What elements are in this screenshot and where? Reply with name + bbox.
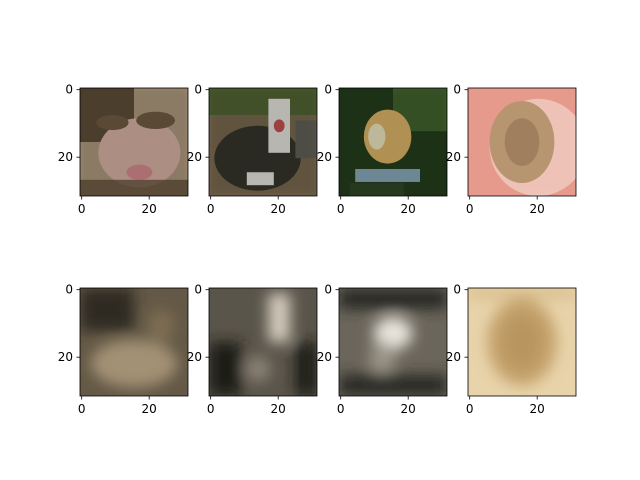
y-tick-label: 0 (324, 283, 332, 297)
y-tick-label: 0 (324, 83, 332, 97)
x-tick-label: 20 (142, 402, 157, 416)
axes-frame (338, 87, 448, 197)
x-tick-label: 0 (207, 202, 215, 216)
y-tick-label: 0 (194, 283, 202, 297)
y-tick-label: 20 (317, 150, 332, 164)
image-r1c2 (209, 88, 317, 196)
x-tick-label: 0 (466, 202, 474, 216)
panel-r2c4: 0 20 0 20 (446, 283, 577, 416)
y-tick-label: 20 (187, 350, 202, 364)
y-tick-label: 20 (446, 150, 461, 164)
panel-r2c2: 0 20 0 20 (187, 283, 318, 416)
y-tick-label: 0 (65, 83, 73, 97)
y-tick-label: 20 (58, 350, 73, 364)
y-tick-label: 20 (58, 150, 73, 164)
panel-r1c2: 0 20 0 20 (187, 83, 318, 216)
panel-r1c3: 0 20 0 20 (317, 83, 448, 216)
x-tick-label: 20 (142, 202, 157, 216)
image-r1c1 (80, 88, 188, 196)
panel-r1c1: 0 20 0 20 (58, 83, 189, 216)
image-r2c4 (468, 288, 576, 396)
panel-r2c3: 0 20 0 20 (317, 283, 448, 416)
axes-frame (208, 87, 318, 197)
y-tick-label: 0 (453, 283, 461, 297)
y-tick-label: 0 (65, 283, 73, 297)
x-tick-label: 20 (401, 202, 416, 216)
panel-r1c4: 0 20 0 20 (446, 83, 577, 216)
axes-frame (467, 287, 577, 397)
x-tick-label: 20 (530, 402, 545, 416)
x-tick-label: 20 (271, 402, 286, 416)
x-tick-label: 0 (466, 402, 474, 416)
image-r2c3 (339, 288, 447, 396)
image-r1c3 (339, 88, 447, 196)
axes-frame (208, 287, 318, 397)
x-tick-label: 0 (207, 402, 215, 416)
x-tick-label: 20 (530, 202, 545, 216)
axes-frame (338, 287, 448, 397)
y-tick-label: 20 (317, 350, 332, 364)
image-r1c4 (468, 88, 576, 196)
axes-frame (467, 87, 577, 197)
y-tick-label: 20 (446, 350, 461, 364)
axes-frame (79, 87, 189, 197)
image-r2c1 (80, 288, 188, 396)
panel-r2c1: 0 20 0 20 (58, 283, 189, 416)
y-tick-label: 20 (187, 150, 202, 164)
image-r2c2 (209, 288, 317, 396)
x-tick-label: 0 (337, 402, 345, 416)
x-tick-label: 0 (78, 402, 86, 416)
x-tick-label: 0 (78, 202, 86, 216)
y-tick-label: 0 (453, 83, 461, 97)
x-tick-label: 20 (401, 402, 416, 416)
x-tick-label: 0 (337, 202, 345, 216)
y-tick-label: 0 (194, 83, 202, 97)
axes-frame (79, 287, 189, 397)
x-tick-label: 20 (271, 202, 286, 216)
